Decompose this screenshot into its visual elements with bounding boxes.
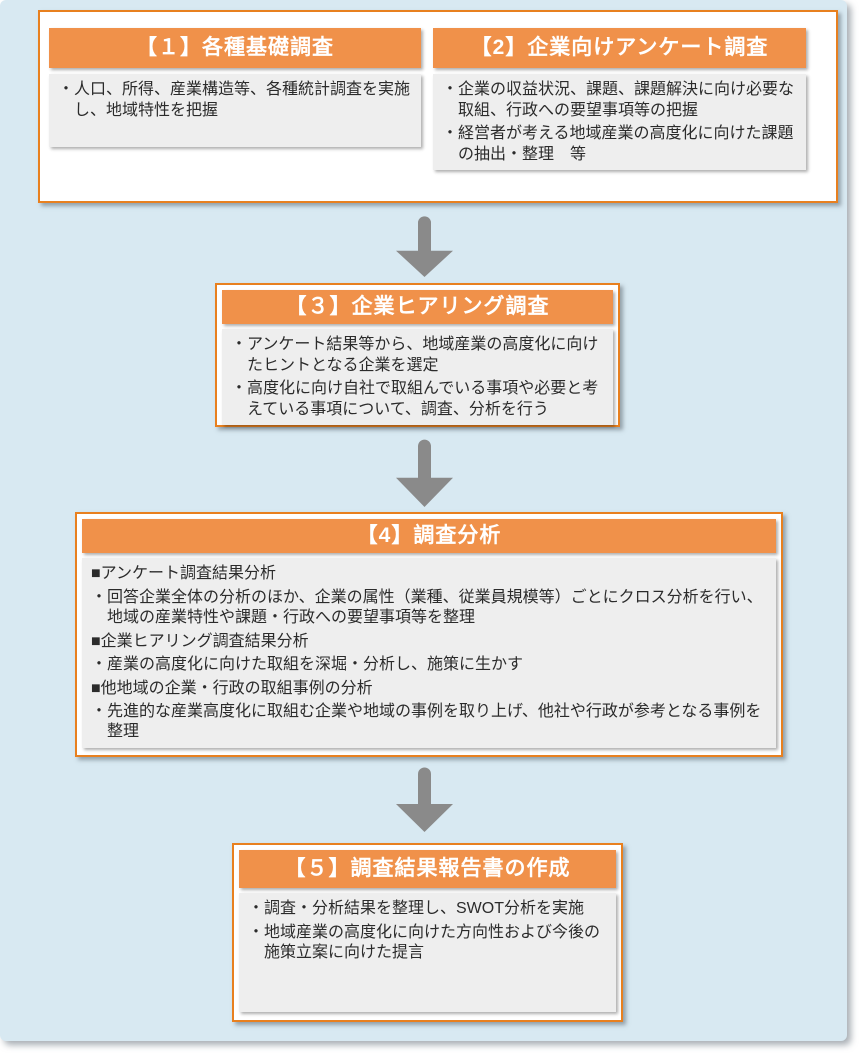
step-2-title: 【2】企業向けアンケート調査 xyxy=(470,36,769,59)
bullet-item: ・回答企業全体の分析のほか、企業の属性（業種、従業員規模等）ごとにクロス分析を行… xyxy=(91,588,763,627)
step-5-card: 【５】調査結果報告書の作成 ・調査・分析結果を整理し、SWOT分析を実施 ・地域… xyxy=(232,843,623,1022)
step-3-body: ・アンケート結果等から、地域産業の高度化に向けたヒントとなる企業を選定 ・高度化… xyxy=(222,329,613,426)
bullet-item: ・経営者が考える地域産業の高度化に向けた課題の抽出・整理 等 xyxy=(442,125,794,163)
step-1-body: ・人口、所得、産業構造等、各種統計調査を実施し、地域特性を把握 xyxy=(49,74,421,148)
down-arrow-icon xyxy=(396,438,453,507)
step-4-title: 【4】調査分析 xyxy=(356,524,502,547)
step-5-title: 【５】調査結果報告書の作成 xyxy=(284,857,571,880)
step-3-card: 【３】企業ヒアリング調査 ・アンケート結果等から、地域産業の高度化に向けたヒント… xyxy=(215,283,620,427)
step-2-body: ・企業の収益状況、課題、課題解決に向け必要な取組、行政への要望事項等の把握 ・経… xyxy=(433,74,806,171)
bullet-item: ・人口、所得、産業構造等、各種統計調査を実施し、地域特性を把握 xyxy=(58,81,411,119)
section-item: ■他地域の企業・行政の取組事例の分析 xyxy=(91,679,373,697)
step-5-body: ・調査・分析結果を整理し、SWOT分析を実施 ・地域産業の高度化に向けた方向性お… xyxy=(239,893,616,1012)
bullet-item: ・先進的な産業高度化に取組む企業や地域の事例を取り上げ、他社や行政が参考となる事… xyxy=(91,703,762,741)
bullet-item: ・高度化に向け自社で取組んでいる事項や必要と考えている事項について、調査、分析を… xyxy=(231,380,599,418)
bullet-item: ・地域産業の高度化に向けた方向性および今後の施策立案に向けた提言 xyxy=(248,923,601,962)
bullet-item: ・アンケート結果等から、地域産業の高度化に向けたヒントとなる企業を選定 xyxy=(231,336,599,374)
step-4-header: 【4】調査分析 xyxy=(82,519,776,554)
step-5-header: 【５】調査結果報告書の作成 xyxy=(239,850,616,889)
bullet-item: ・企業の収益状況、課題、課題解決に向け必要な取組、行政への要望事項等の把握 xyxy=(442,81,795,119)
flowchart-panel: 【１】各種基礎調査 ・人口、所得、産業構造等、各種統計調査を実施し、地域特性を把… xyxy=(0,0,847,1041)
bullet-item: ・調査・分析結果を整理し、SWOT分析を実施 xyxy=(248,900,584,918)
step-1-card: 【１】各種基礎調査 ・人口、所得、産業構造等、各種統計調査を実施し、地域特性を把… xyxy=(49,28,421,148)
step-3-header: 【３】企業ヒアリング調査 xyxy=(222,290,613,325)
phase-1-2-container: 【１】各種基礎調査 ・人口、所得、産業構造等、各種統計調査を実施し、地域特性を把… xyxy=(38,10,838,203)
step-4-card: 【4】調査分析 ■アンケート調査結果分析 ・回答企業全体の分析のほか、企業の属性… xyxy=(75,512,783,757)
step-2-header: 【2】企業向けアンケート調査 xyxy=(433,28,806,69)
down-arrow-icon xyxy=(396,215,453,277)
step-1-title: 【１】各種基礎調査 xyxy=(136,36,334,59)
step-1-header: 【１】各種基礎調査 xyxy=(49,28,421,69)
step-2-card: 【2】企業向けアンケート調査 ・企業の収益状況、課題、課題解決に向け必要な取組、… xyxy=(433,28,806,171)
bullet-item: ・産業の高度化に向けた取組を深堀・分析し、施策に生かす xyxy=(91,656,524,674)
down-arrow-icon xyxy=(396,766,453,832)
step-4-body: ■アンケート調査結果分析 ・回答企業全体の分析のほか、企業の属性（業種、従業員規… xyxy=(82,558,776,748)
step-3-title: 【３】企業ヒアリング調査 xyxy=(285,295,550,318)
section-item: ■企業ヒアリング調査結果分析 xyxy=(91,632,309,650)
section-item: ■アンケート調査結果分析 xyxy=(91,565,277,583)
